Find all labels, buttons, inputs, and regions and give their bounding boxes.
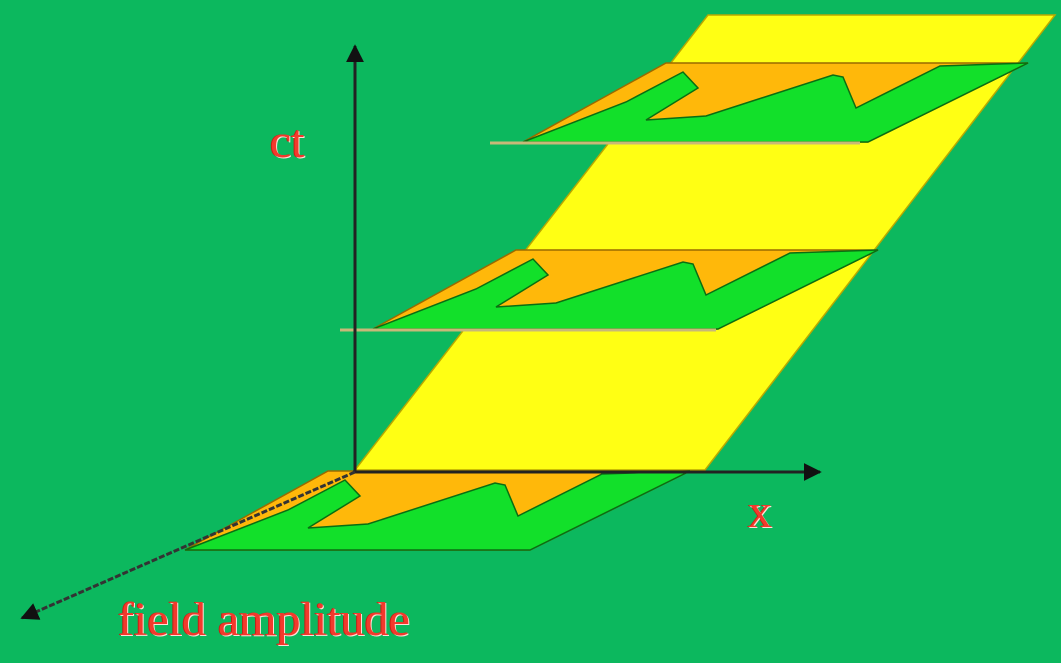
slice-top — [522, 62, 1029, 143]
ct-axis-label: ct — [270, 115, 305, 168]
slice-bottom — [184, 470, 691, 551]
amplitude-axis — [20, 470, 356, 620]
slice-top-trough — [522, 62, 1029, 143]
x-axis-label: x — [748, 485, 772, 538]
slice-middle-trough — [372, 249, 879, 330]
amplitude-axis-label: field amplitude — [118, 593, 410, 646]
slice-middle — [372, 249, 879, 330]
